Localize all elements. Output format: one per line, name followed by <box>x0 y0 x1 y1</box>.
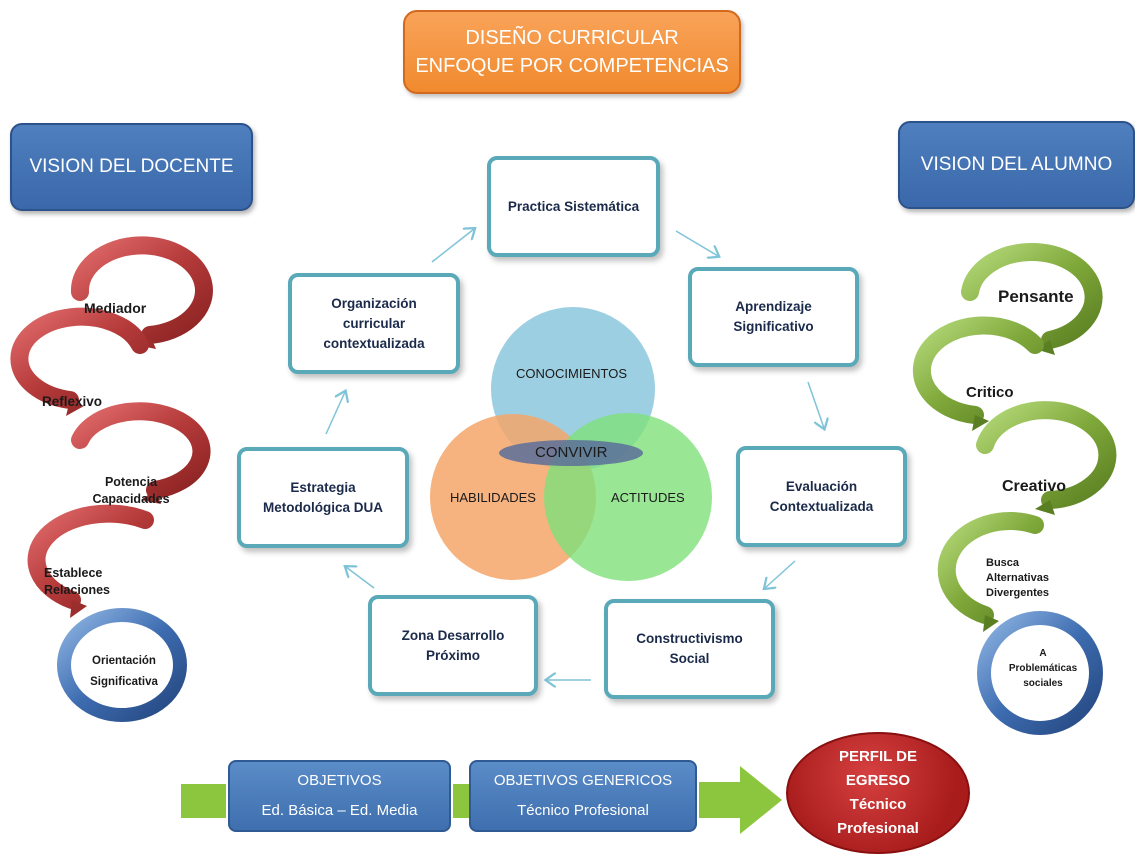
convivir-ellipse <box>499 440 643 466</box>
perfil-line-2: EGRESO <box>845 772 911 789</box>
venn-label-actitudes: ACTITUDES <box>611 490 685 505</box>
blue-ring-problematicas <box>977 611 1103 735</box>
vision-alumno-box: VISION DEL ALUMNO <box>898 121 1135 209</box>
docente-label-mediador: Mediador <box>84 300 147 316</box>
arrow-organiz-to-practica <box>431 229 474 263</box>
title-line-2: ENFOQUE POR COMPETENCIAS <box>415 55 729 77</box>
cycle-box-zona: Zona Desarrollo Próximo <box>368 595 538 696</box>
objetivos-box: OBJETIVOS Ed. Básica – Ed. Media <box>228 760 451 832</box>
cycle-box-practica: Practica Sistemática <box>487 156 660 257</box>
green-loop-creativo <box>976 401 1117 509</box>
objetivos-subtitle: Ed. Básica – Ed. Media <box>261 802 418 819</box>
perfil-line-4: Profesional <box>837 820 919 837</box>
green-loop-critico <box>912 316 1044 424</box>
cycle-arrows <box>325 229 824 680</box>
red-loop-mediador <box>70 236 213 344</box>
perfil-line-3: Técnico <box>849 796 907 813</box>
perfil-line-1: PERFIL DE <box>838 748 918 765</box>
perfil-egreso-circle: PERFIL DE EGRESO Técnico Profesional <box>786 732 970 854</box>
objetivos-title: OBJETIVOS <box>297 772 382 789</box>
objetivos-genericos-title: OBJETIVOS GENERICOS <box>493 772 673 789</box>
green-arrow-start <box>181 784 226 818</box>
docente-label-orientacion: Orientación Significativa <box>90 655 158 688</box>
green-loop-busca <box>937 512 1044 624</box>
objetivos-genericos-box: OBJETIVOS GENERICOS Técnico Profesional <box>469 760 697 832</box>
cycle-box-organizacion: Organización curricular contextualizada <box>288 273 460 374</box>
green-arrow-to-perfil <box>699 766 782 834</box>
cycle-box-constructivismo: Constructivismo Social <box>604 599 775 699</box>
green-loop-pensante <box>961 243 1103 349</box>
venn-label-habilidades: HABILIDADES <box>450 490 536 505</box>
alumno-label-busca: Busca Alternativas Divergentes <box>986 557 1049 599</box>
title-line-1: DISEÑO CURRICULAR <box>465 27 679 49</box>
vision-docente-box: VISION DEL DOCENTE <box>10 123 253 211</box>
venn-diagram <box>430 307 712 581</box>
arrow-practica-to-aprend <box>675 230 718 256</box>
blue-ring-orientacion <box>57 608 187 722</box>
arrow-aprend-to-evaluacion <box>807 381 824 428</box>
arrow-estrategia-to-organiz <box>325 392 345 435</box>
cycle-box-evaluacion: Evaluación Contextualizada <box>736 446 907 547</box>
objetivos-genericos-subtitle: Técnico Profesional <box>517 802 649 819</box>
docente-label-potencia: Potencia Capacidades <box>92 475 170 506</box>
bottom-arrows <box>181 766 782 834</box>
cycle-box-estrategia: Estrategia Metodológica DUA <box>237 447 409 548</box>
alumno-label-pensante: Pensante <box>998 287 1074 306</box>
alumno-label-problematicas: A Problemáticas sociales <box>1008 648 1078 689</box>
cycle-box-aprendizaje: Aprendizaje Significativo <box>688 267 859 367</box>
red-loop-establece <box>27 504 154 609</box>
docente-spiral <box>10 236 213 722</box>
venn-label-convivir: CONVIVIR <box>535 444 608 461</box>
docente-label-reflexivo: Reflexivo <box>42 394 103 409</box>
red-loop-potencia <box>71 402 211 499</box>
docente-label-establece: Establece Relaciones <box>44 566 111 597</box>
alumno-label-critico: Critico <box>966 384 1014 401</box>
arrow-zona-to-estrategia <box>346 567 375 589</box>
alumno-label-creativo: Creativo <box>1002 478 1067 495</box>
arrow-evaluacion-to-constr <box>765 560 796 588</box>
diagram-title: DISEÑO CURRICULAR ENFOQUE POR COMPETENCI… <box>403 10 741 94</box>
venn-label-conocimientos: CONOCIMIENTOS <box>516 366 627 381</box>
red-loop-reflexivo <box>10 307 149 409</box>
alumno-spiral <box>912 243 1117 735</box>
green-arrow-mid <box>453 784 469 818</box>
